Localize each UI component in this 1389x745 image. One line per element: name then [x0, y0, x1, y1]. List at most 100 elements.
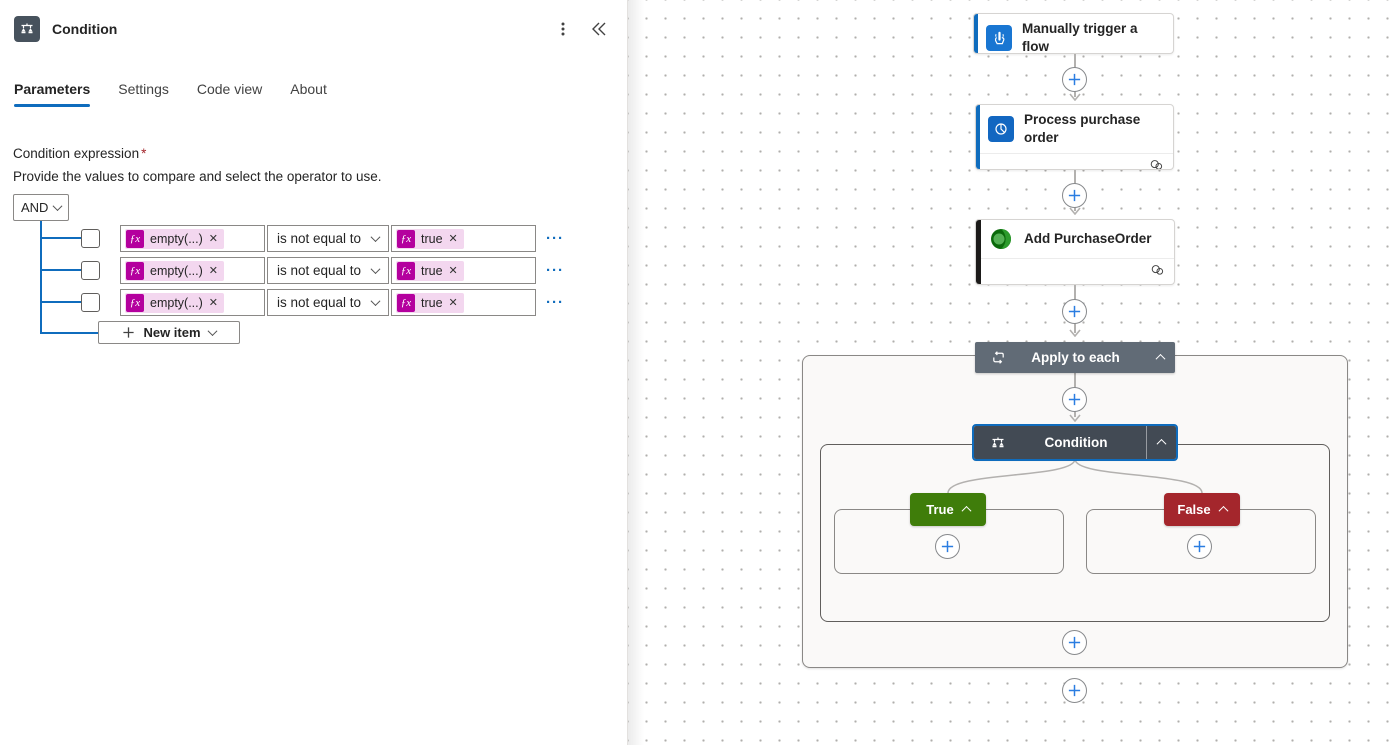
fx-icon: ƒx: [126, 293, 144, 312]
remove-token-icon[interactable]: ✕: [208, 265, 219, 277]
remove-token-icon[interactable]: ✕: [448, 265, 458, 277]
chevron-down-icon: [52, 201, 63, 212]
action-card-process-purchase-order[interactable]: Process purchase order: [975, 104, 1174, 170]
tab-about[interactable]: About: [290, 81, 327, 97]
operator-dropdown[interactable]: is not equal to: [267, 289, 389, 316]
expression-token[interactable]: ƒx empty(...) ✕: [125, 228, 225, 249]
manual-trigger-icon: [986, 25, 1012, 52]
panel-header: Condition: [0, 0, 627, 43]
node-title: Condition: [1044, 435, 1108, 450]
condition-row: ƒx empty(...) ✕ is not equal to ƒx true …: [81, 289, 564, 316]
condition-expression-description: Provide the values to compare and select…: [13, 169, 382, 184]
tree-branch-line: [40, 332, 98, 334]
row-checkbox[interactable]: [81, 261, 100, 280]
accent-bar: [976, 220, 981, 284]
expression-token[interactable]: ƒx true ✕: [396, 292, 464, 313]
tab-settings[interactable]: Settings: [118, 81, 169, 97]
insert-action-false-button[interactable]: [1187, 534, 1212, 559]
chevron-down-icon: [370, 264, 381, 275]
more-menu-icon[interactable]: [549, 15, 577, 43]
chevron-down-icon: [207, 326, 217, 337]
condition-row: ƒx empty(...) ✕ is not equal to ƒx true …: [81, 225, 564, 252]
row-checkbox[interactable]: [81, 293, 100, 312]
plus-icon: [1068, 189, 1081, 202]
tree-branch-line: [40, 237, 81, 239]
false-branch-badge[interactable]: False: [1164, 493, 1240, 526]
value1-field[interactable]: ƒx empty(...) ✕: [120, 257, 265, 284]
scope-title: Apply to each: [1031, 350, 1120, 365]
collapse-scope-chevron[interactable]: [1145, 353, 1175, 364]
remove-token-icon[interactable]: ✕: [448, 297, 458, 309]
expression-token[interactable]: ƒx empty(...) ✕: [125, 292, 225, 313]
arrow-down-icon: [1069, 93, 1081, 101]
insert-action-true-button[interactable]: [935, 534, 960, 559]
condition-row: ƒx empty(...) ✕ is not equal to ƒx true …: [81, 257, 564, 284]
branch-split-edges: [947, 459, 1203, 494]
row-checkbox[interactable]: [81, 229, 100, 248]
value2-field[interactable]: ƒx true ✕: [391, 257, 536, 284]
plus-icon: [1068, 305, 1081, 318]
plus-icon: [1068, 636, 1081, 649]
expression-token[interactable]: ƒx empty(...) ✕: [125, 260, 225, 281]
fx-icon: ƒx: [397, 261, 415, 280]
accent-bar: [974, 14, 978, 53]
plus-icon: [1068, 684, 1081, 697]
trigger-card-manually-trigger-a-flow[interactable]: Manually trigger a flow: [973, 13, 1174, 54]
remove-token-icon[interactable]: ✕: [448, 233, 458, 245]
action-card-add-purchaseorder[interactable]: Add PurchaseOrder: [975, 219, 1175, 285]
apply-to-each-header[interactable]: Apply to each: [975, 342, 1175, 373]
insert-step-button[interactable]: [1062, 678, 1087, 703]
condition-expression-label: Condition expression*: [13, 146, 147, 161]
tree-branch-line: [40, 301, 81, 303]
row-more-options[interactable]: ···: [546, 261, 564, 279]
insert-step-button[interactable]: [1062, 183, 1087, 208]
node-title: Manually trigger a flow: [1022, 21, 1138, 54]
arrow-down-icon: [1069, 207, 1081, 215]
tab-parameters[interactable]: Parameters: [14, 81, 91, 107]
loop-icon: [991, 350, 1006, 365]
insert-step-button[interactable]: [1062, 630, 1087, 655]
group-operator-dropdown[interactable]: AND: [13, 194, 69, 221]
value2-field[interactable]: ƒx true ✕: [391, 289, 536, 316]
chevron-down-icon: [370, 232, 381, 243]
connection-icon[interactable]: [1150, 264, 1166, 276]
arrow-down-icon: [1069, 329, 1081, 337]
expression-token[interactable]: ƒx true ✕: [396, 260, 464, 281]
required-marker: *: [141, 146, 147, 161]
fx-icon: ƒx: [126, 229, 144, 248]
collapse-node-chevron[interactable]: [1146, 426, 1176, 459]
tab-code-view[interactable]: Code view: [196, 81, 263, 97]
condition-icon: [990, 435, 1006, 451]
panel-title: Condition: [52, 21, 118, 37]
arrow-down-icon: [1069, 414, 1081, 422]
value1-field[interactable]: ƒx empty(...) ✕: [120, 289, 265, 316]
fx-icon: ƒx: [126, 261, 144, 280]
condition-node-header[interactable]: Condition: [972, 424, 1178, 461]
insert-step-button[interactable]: [1062, 67, 1087, 92]
fx-icon: ƒx: [397, 229, 415, 248]
insert-step-button[interactable]: [1062, 299, 1087, 324]
remove-token-icon[interactable]: ✕: [208, 297, 219, 309]
condition-icon: [14, 16, 40, 42]
row-more-options[interactable]: ···: [546, 293, 564, 311]
operator-dropdown[interactable]: is not equal to: [267, 257, 389, 284]
chevron-down-icon: [370, 296, 381, 307]
remove-token-icon[interactable]: ✕: [208, 233, 219, 245]
plus-icon: [1068, 393, 1081, 406]
operator-dropdown[interactable]: is not equal to: [267, 225, 389, 252]
tree-branch-line: [40, 269, 81, 271]
dataverse-icon: [988, 226, 1014, 252]
tree-trunk-line: [40, 221, 42, 333]
true-branch-badge[interactable]: True: [910, 493, 986, 526]
value2-field[interactable]: ƒx true ✕: [391, 225, 536, 252]
expression-token[interactable]: ƒx true ✕: [396, 228, 464, 249]
plus-icon: [1193, 540, 1206, 553]
row-more-options[interactable]: ···: [546, 229, 564, 247]
ai-builder-icon: [988, 116, 1014, 143]
collapse-panel-icon[interactable]: [585, 15, 613, 43]
connection-icon[interactable]: [1149, 159, 1165, 170]
new-item-button[interactable]: New item: [98, 321, 240, 344]
fx-icon: ƒx: [397, 293, 415, 312]
value1-field[interactable]: ƒx empty(...) ✕: [120, 225, 265, 252]
insert-step-button[interactable]: [1062, 387, 1087, 412]
